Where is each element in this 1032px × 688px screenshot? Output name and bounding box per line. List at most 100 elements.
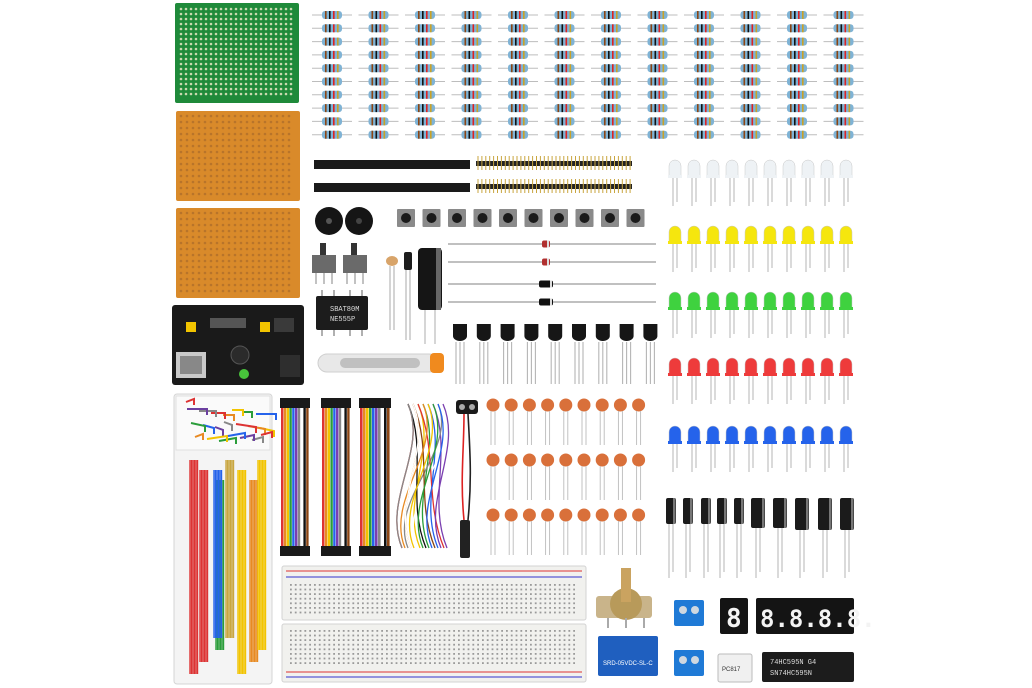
resistor [405,77,445,86]
optocoupler-ic: PC817 [717,653,753,683]
transistors [453,324,658,384]
led [839,159,853,206]
led [668,357,682,404]
electrolytic-capacitor [717,498,727,578]
resistor [730,50,771,59]
ceramic-capacitor [613,453,627,500]
ribbon-cable [280,398,310,556]
resistor [591,117,631,126]
led [744,225,758,272]
led [687,357,701,404]
led [687,159,701,206]
resistor [730,24,771,33]
resistor [591,104,631,113]
led [744,357,758,404]
led [744,425,758,472]
resistor [358,77,399,86]
resistor [498,104,538,113]
ceramic-capacitor [577,508,591,555]
resistor [312,77,352,86]
ceramic-capacitor [541,453,555,500]
led [725,425,739,472]
resistor [591,37,631,46]
header-pin-strips [314,156,632,193]
electrolytic-capacitor [683,498,693,578]
resistor [730,64,771,73]
led [839,425,853,472]
resistor [358,64,399,73]
led [801,425,815,472]
resistor [544,11,585,19]
transistor [524,324,539,384]
resistor [358,117,399,126]
resistor [730,117,771,126]
tactile-push-buttons [397,209,645,227]
resistor [637,104,678,113]
electrolytic-capacitor [840,498,854,578]
ic-timer-text-1: SBAT80M [330,306,359,314]
ic-large-text-1: 74HC595N G4 [770,659,816,667]
resistor [358,24,399,33]
resistor [358,37,399,46]
resistor [777,50,817,59]
led [839,225,853,272]
tactile-button [422,209,441,227]
ne555-timer-ic: SBAT80M NE555P [316,290,368,336]
tactile-button [473,209,492,227]
led [668,225,682,272]
transistor [476,324,491,384]
ribbon-cable [321,398,351,556]
resistor [312,64,352,73]
resistor [684,77,724,86]
resistor [405,90,445,99]
ceramic-capacitors [486,398,646,555]
ic-timer-text-2: NE555P [330,316,355,324]
led [763,291,777,338]
led [801,291,815,338]
led [782,225,796,272]
seven-segment-single: 8 [720,598,748,634]
ceramic-capacitor [504,453,518,500]
resistor [312,37,352,46]
resistor [637,37,678,46]
ceramic-capacitor [522,398,536,445]
ceramic-capacitor [632,508,646,555]
resistor [684,117,724,126]
resistor [358,130,399,139]
transistor [595,324,610,384]
resistor [823,64,864,73]
diode [448,258,656,266]
resistor [823,11,864,19]
tactile-button [575,209,594,227]
resistor [451,77,492,86]
tactile-button [448,209,466,227]
resistor [312,24,352,33]
resistor [544,130,585,139]
resistor [498,90,538,99]
resistor [777,130,817,139]
led [668,159,682,206]
ceramic-capacitor [486,453,500,500]
led [782,425,796,472]
potentiometer [596,568,652,628]
optocoupler-text: PC817 [722,667,741,673]
resistor [777,64,817,73]
resistor [684,50,724,59]
resistor [730,104,771,113]
led [687,225,701,272]
led [706,225,720,272]
solder-wire-tube [317,353,444,373]
resistor [405,117,445,126]
tactile-button [397,209,415,227]
orange-prototype-pcb-2 [176,208,300,298]
transistor [643,324,658,384]
ceramic-capacitor [632,453,646,500]
resistor [823,117,864,126]
buzzers [315,207,373,235]
ceramic-capacitor [559,398,573,445]
electrolytic-capacitor [751,498,765,578]
resistor [637,50,678,59]
ic-large-text-2: SN74HC595N [770,670,812,678]
resistor [684,104,724,113]
